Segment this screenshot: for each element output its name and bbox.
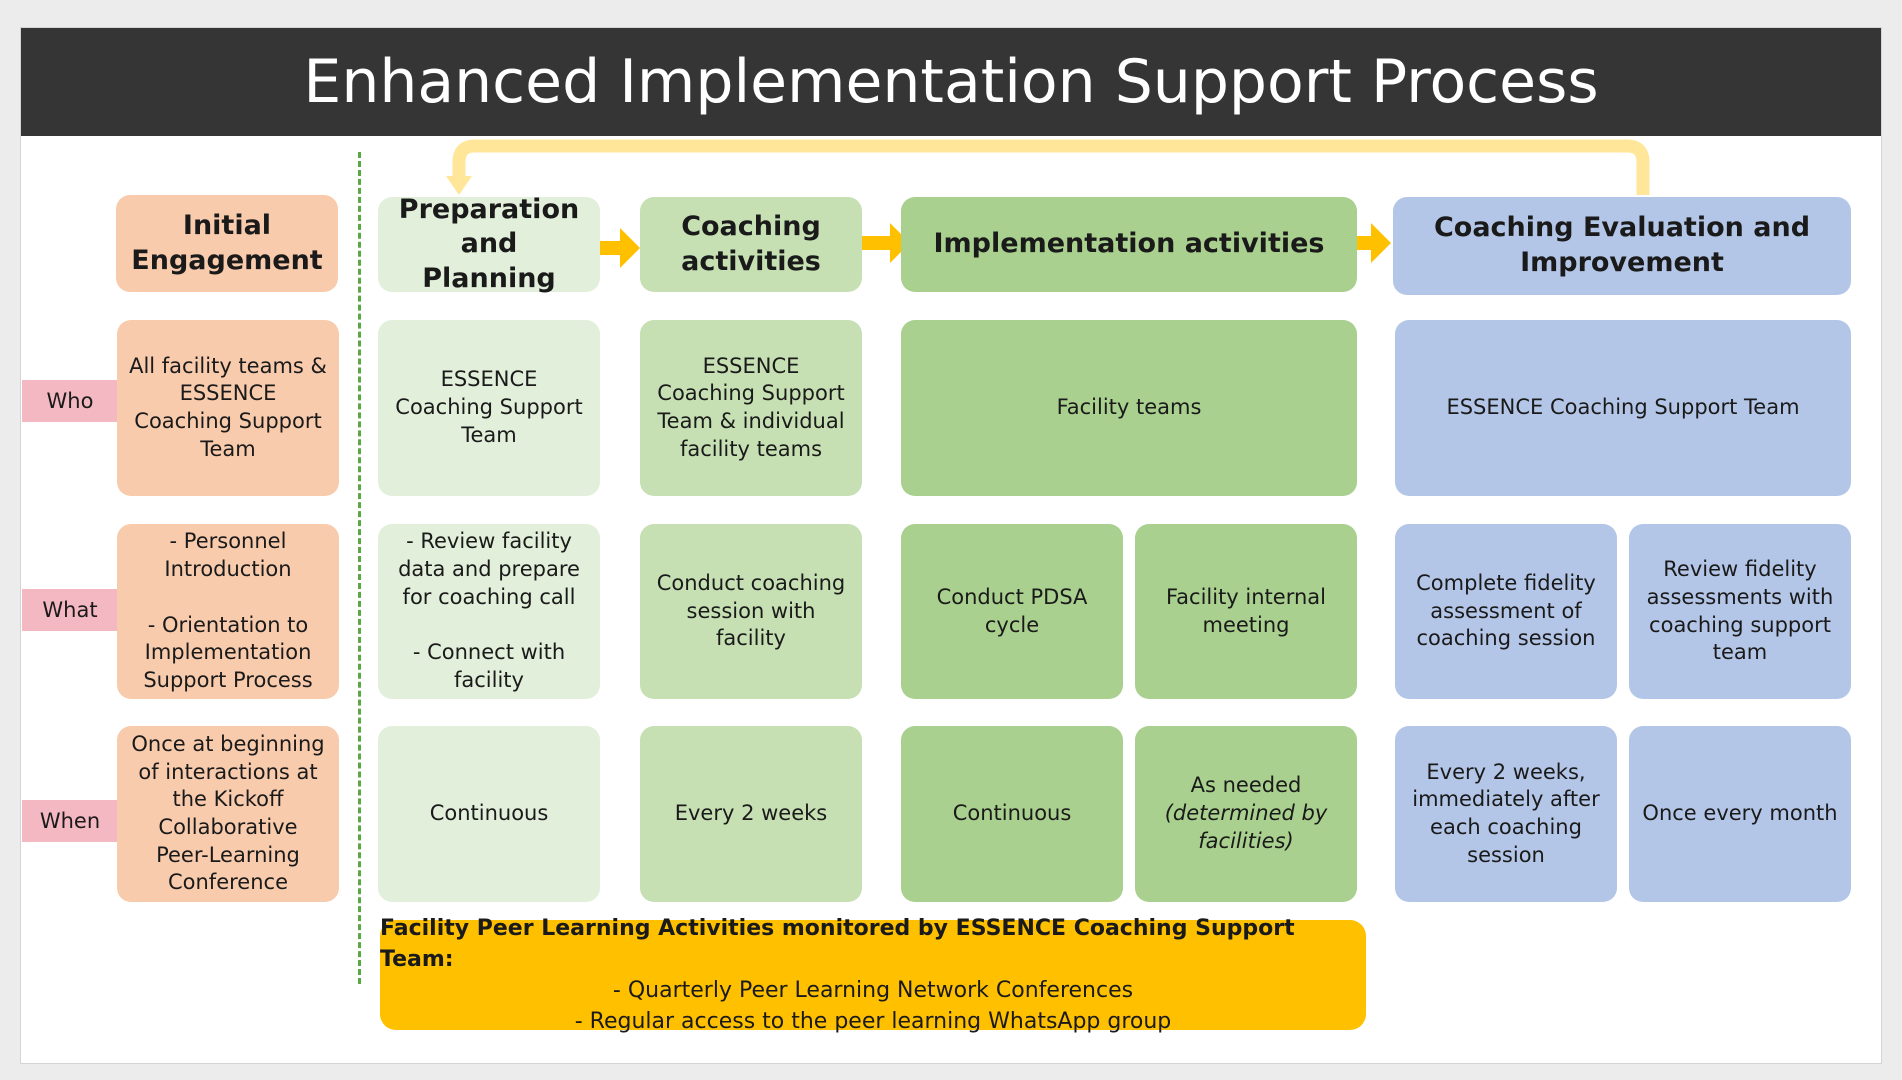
as-needed-text: As needed bbox=[1190, 773, 1302, 798]
cell-evaluation-when-monthly: Once every month bbox=[1629, 726, 1851, 902]
arrow-coaching-to-implementation-head bbox=[890, 223, 910, 263]
peer-learning-banner: Facility Peer Learning Activities monito… bbox=[380, 916, 1366, 1034]
row-label-what: What bbox=[22, 589, 118, 631]
cell-prep-what: - Review facility data and prepare for c… bbox=[378, 524, 600, 699]
cell-implementation-when-continuous: Continuous bbox=[901, 726, 1123, 902]
arrow-coaching-to-implementation-shaft bbox=[853, 236, 893, 250]
cell-implementation-what-pdsa: Conduct PDSA cycle bbox=[901, 524, 1123, 699]
arrow-prep-to-coaching-head bbox=[620, 228, 640, 268]
banner-title: Facility Peer Learning Activities monito… bbox=[380, 915, 1295, 972]
header-implementation-activities: Implementation activities bbox=[901, 197, 1357, 292]
feedback-loop-arrowhead bbox=[446, 176, 472, 195]
cell-initial-what: - Personnel Introduction - Orientation t… bbox=[117, 524, 339, 699]
cell-coaching-who: ESSENCE Coaching Support Team & individu… bbox=[640, 320, 862, 496]
cell-evaluation-when-biweekly: Every 2 weeks, immediately after each co… bbox=[1395, 726, 1617, 902]
header-preparation-planning: Preparation and Planning bbox=[378, 194, 600, 294]
cell-implementation-when-as-needed: As needed (determined by facilities) bbox=[1135, 726, 1357, 902]
header-coaching-activities: Coaching activities bbox=[640, 197, 862, 292]
row-label-who: Who bbox=[22, 380, 118, 422]
cell-prep-who: ESSENCE Coaching Support Team bbox=[378, 320, 600, 496]
banner-item: - Quarterly Peer Learning Network Confer… bbox=[612, 978, 1134, 1003]
arrow-implementation-to-evaluation-head bbox=[1371, 223, 1391, 263]
as-needed-note: (determined by facilities) bbox=[1164, 801, 1328, 853]
cell-evaluation-what-complete: Complete fidelity assessment of coaching… bbox=[1395, 524, 1617, 699]
feedback-loop-arrow bbox=[452, 139, 1650, 195]
header-coaching-evaluation: Coaching Evaluation and Improvement bbox=[1393, 197, 1851, 295]
cell-initial-who: All facility teams & ESSENCE Coaching Su… bbox=[117, 320, 339, 496]
phase-divider-line bbox=[358, 152, 361, 984]
cell-evaluation-who: ESSENCE Coaching Support Team bbox=[1395, 320, 1851, 496]
cell-implementation-who: Facility teams bbox=[901, 320, 1357, 496]
page-title: Enhanced Implementation Support Process bbox=[21, 28, 1881, 136]
cell-evaluation-what-review: Review fidelity assessments with coachin… bbox=[1629, 524, 1851, 699]
cell-coaching-what: Conduct coaching session with facility bbox=[640, 524, 862, 699]
cell-coaching-when: Every 2 weeks bbox=[640, 726, 862, 902]
header-initial-engagement: Initial Engagement bbox=[116, 195, 338, 292]
banner-item: - Regular access to the peer learning Wh… bbox=[574, 1009, 1172, 1035]
cell-prep-when: Continuous bbox=[378, 726, 600, 902]
row-label-when: When bbox=[22, 800, 118, 842]
cell-initial-when: Once at beginning of interactions at the… bbox=[117, 726, 339, 902]
cell-implementation-what-meeting: Facility internal meeting bbox=[1135, 524, 1357, 699]
